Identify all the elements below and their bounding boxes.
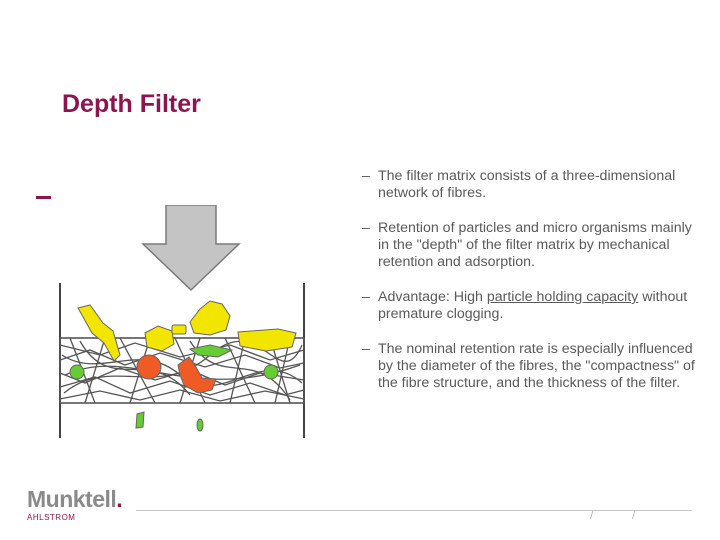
- bullet-underlined-text: particle holding capacity: [486, 289, 639, 305]
- bullet-text: The filter matrix consists of a three-di…: [378, 168, 676, 201]
- down-arrow-icon: [141, 205, 241, 292]
- footer-slash: /: [590, 508, 594, 522]
- yellow-particle: [171, 324, 187, 335]
- logo-dot: .: [116, 486, 123, 512]
- accent-dash: [36, 196, 51, 199]
- bullet-dash: –: [362, 168, 370, 184]
- orange-particle: [177, 356, 217, 394]
- bullet-dash: –: [362, 289, 370, 305]
- bullet-dash: –: [362, 341, 370, 357]
- bullet-item: –Retention of particles and micro organi…: [358, 220, 703, 271]
- bullet-text: Retention of particles and micro organis…: [378, 220, 692, 270]
- footer-slash: /: [632, 508, 636, 522]
- orange-particle: [136, 354, 162, 380]
- bullet-item: –The nominal retention rate is especiall…: [358, 341, 703, 392]
- footer-divider: [136, 510, 692, 511]
- bullet-item: –Advantage: High particle holding capaci…: [358, 289, 703, 323]
- green-particle: [135, 411, 145, 429]
- yellow-particle: [77, 304, 121, 362]
- yellow-particle: [237, 328, 297, 352]
- depth-filter-diagram: [59, 205, 305, 438]
- bullet-text-continued: without premature clogging.: [378, 289, 688, 322]
- munktell-logo: Munktell. AHLSTROM: [27, 486, 123, 523]
- yellow-particle: [144, 325, 175, 352]
- logo-subtitle: AHLSTROM: [27, 513, 76, 522]
- green-particle: [263, 364, 279, 380]
- bullet-text: Advantage: High: [378, 289, 487, 305]
- green-particle: [188, 344, 234, 358]
- slide-title: Depth Filter: [62, 90, 201, 118]
- bullet-list: –The filter matrix consists of a three-d…: [358, 168, 703, 410]
- bullet-item: –The filter matrix consists of a three-d…: [358, 168, 703, 202]
- green-particle: [196, 418, 204, 432]
- logo-name: Munktell: [27, 486, 117, 512]
- green-particle: [69, 364, 85, 380]
- bullet-dash: –: [362, 220, 370, 236]
- particles: [69, 300, 297, 432]
- yellow-particle: [189, 300, 231, 336]
- bullet-text: The nominal retention rate is especially…: [378, 341, 695, 391]
